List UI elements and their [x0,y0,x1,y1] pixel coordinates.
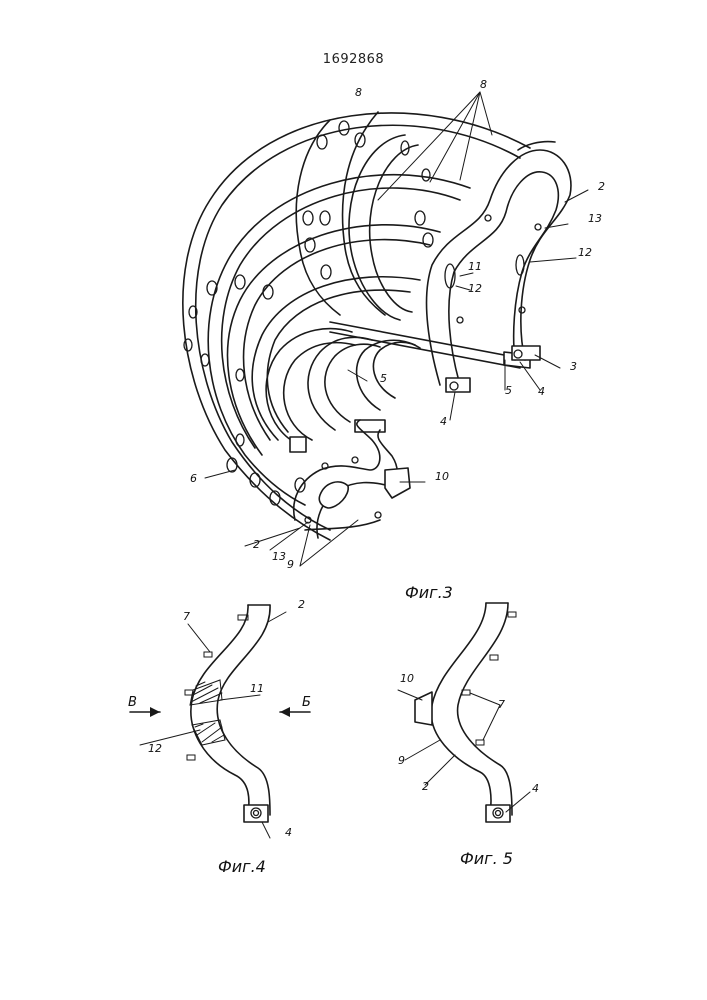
fig4-label-11: 11 [250,682,264,695]
fig3-label-12b: 12 [468,282,482,295]
figure-3-drawing [183,92,588,566]
fig4-label-12: 12 [148,742,162,755]
fig3-label-12: 12 [578,246,592,259]
fig3-label-10: 10 [435,470,449,483]
fig5-label-2: 2 [422,780,429,793]
fig5-label-10: 10 [400,672,414,685]
figure-4-drawing [130,605,310,838]
fig3-label-5: 5 [505,384,512,397]
fig3-label-8b: 8 [480,78,487,91]
fig4-label-7: 7 [183,610,190,623]
fig3-label-13b: 13 [272,550,286,563]
fig5-label-7: 7 [498,698,505,711]
fig3-label-13: 13 [588,212,602,225]
fig3-label-2: 2 [598,180,605,193]
fig5-label-9: 9 [398,754,405,767]
fig3-caption: Фиг.3 [405,583,453,602]
fig4-arrow-label-b: Б [302,695,311,710]
fig3-label-4b: 4 [440,415,447,428]
fig3-label-4: 4 [538,385,545,398]
fig3-label-2b: 2 [253,538,260,551]
figure-5-drawing [398,603,530,822]
fig4-arrow-label-v: В [128,695,137,710]
fig3-label-8a: 8 [355,86,362,99]
fig3-label-11: 11 [468,260,482,273]
fig5-caption: Фиг. 5 [460,849,513,868]
fig4-label-4: 4 [285,826,292,839]
fig3-label-6: 6 [190,472,197,485]
fig4-caption: Фиг.4 [218,857,266,876]
fig5-label-4: 4 [532,782,539,795]
fig3-label-5b: 5 [380,372,387,385]
fig4-label-2: 2 [298,598,305,611]
fig3-label-9: 9 [287,558,294,571]
fig3-label-3: 3 [570,360,577,373]
